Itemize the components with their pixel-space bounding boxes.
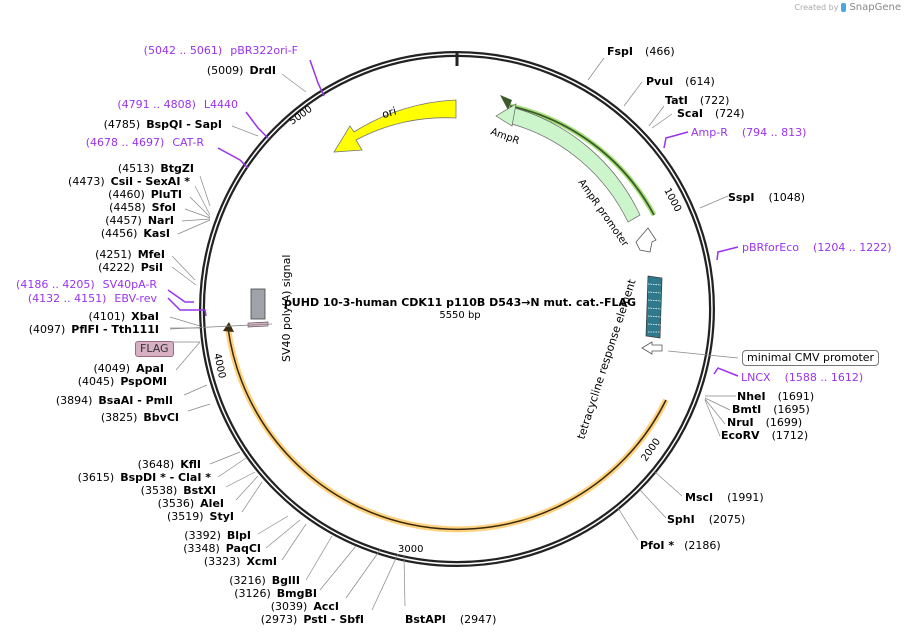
- snapgene-credit: Created by SnapGene: [794, 2, 901, 13]
- svg-text:(4678 .. 4697)CAT-R: (4678 .. 4697)CAT-R: [86, 136, 205, 149]
- ori-feature[interactable]: ori: [333, 99, 457, 153]
- snapgene-logo-icon: [841, 3, 847, 12]
- svg-text:(4045)PspOMI: (4045)PspOMI: [78, 375, 167, 388]
- snapgene-brand: SnapGene: [849, 2, 901, 13]
- flag-feature-label[interactable]: FLAG: [135, 341, 174, 357]
- svg-text:BmtI(1695): BmtI(1695): [732, 403, 810, 416]
- svg-text:(4222)PsiI: (4222)PsiI: [98, 261, 163, 274]
- svg-text:(3648)KflI: (3648)KflI: [138, 458, 201, 471]
- svg-text:SspI(1048): SspI(1048): [728, 191, 805, 204]
- svg-text:(4456)KasI: (4456)KasI: [101, 227, 170, 240]
- svg-text:(4186 .. 4205)SV40pA-R: (4186 .. 4205)SV40pA-R: [16, 278, 157, 291]
- svg-text:(3825)BbvCI: (3825)BbvCI: [101, 411, 179, 424]
- svg-text:(4791 .. 4808)L4440: (4791 .. 4808)L4440: [117, 98, 238, 111]
- svg-text:(4785)BspQI - SapI: (4785)BspQI - SapI: [104, 118, 222, 131]
- svg-text:(4101)XbaI: (4101)XbaI: [89, 310, 159, 323]
- svg-text:NheI(1691): NheI(1691): [737, 390, 814, 403]
- primer-labels-right: Amp-R(794 .. 813) pBRforEco(1204 .. 1222…: [691, 126, 892, 384]
- svg-text:pBRforEco(1204 .. 1222): pBRforEco(1204 .. 1222): [742, 241, 892, 254]
- svg-text:(3894)BsaAI - PmlI: (3894)BsaAI - PmlI: [56, 394, 173, 407]
- svg-text:(4460)PluTI: (4460)PluTI: [108, 188, 182, 201]
- plasmid-name: pUHD 10-3-human CDK11 p110B D543→N mut. …: [283, 296, 637, 309]
- svg-text:NruI(1699): NruI(1699): [727, 416, 802, 429]
- site-leaders-left: [169, 73, 399, 611]
- svg-text:BstAPI(2947): BstAPI(2947): [405, 613, 496, 626]
- svg-text:FspI(466): FspI(466): [607, 45, 675, 58]
- ampr-label: AmpR: [489, 126, 521, 147]
- svg-text:(2973)PstI - SbfI: (2973)PstI - SbfI: [261, 613, 364, 626]
- svg-text:(3536)AleI: (3536)AleI: [158, 497, 224, 510]
- svg-text:ScaI(724): ScaI(724): [677, 107, 745, 120]
- insert-feature[interactable]: [223, 322, 669, 533]
- plasmid-length: 5550 bp: [439, 310, 481, 321]
- svg-text:(3126)BmgBI: (3126)BmgBI: [234, 587, 317, 600]
- svg-text:(4251)MfeI: (4251)MfeI: [95, 248, 165, 261]
- svg-text:PfoI *(2186): PfoI *(2186): [640, 539, 721, 552]
- svg-text:MscI(1991): MscI(1991): [685, 491, 764, 504]
- svg-text:(4049)ApaI: (4049)ApaI: [94, 362, 164, 375]
- cmv-promoter-label[interactable]: minimal CMV promoter: [742, 350, 880, 366]
- primer-labels-left: (5042 .. 5061)pBR322ori-F (4791 .. 4808)…: [16, 44, 298, 305]
- svg-text:(4458)SfoI: (4458)SfoI: [109, 201, 176, 214]
- svg-text:4000: 4000: [211, 352, 227, 379]
- svg-text:SphI(2075): SphI(2075): [667, 513, 745, 526]
- backbone: [199, 51, 715, 567]
- sv40-feature[interactable]: SV40 poly(A) signal: [169, 255, 293, 362]
- ori-label: ori: [380, 105, 398, 122]
- svg-text:(4132 .. 4151)EBV-rev: (4132 .. 4151)EBV-rev: [28, 292, 158, 305]
- svg-text:(3323)XcmI: (3323)XcmI: [204, 555, 277, 568]
- svg-text:(5042 .. 5061)pBR322ori-F: (5042 .. 5061)pBR322ori-F: [144, 44, 298, 57]
- site-leaders-right: [403, 57, 736, 607]
- svg-text:PvuI(614): PvuI(614): [646, 75, 715, 88]
- svg-text:3000: 3000: [398, 544, 423, 555]
- svg-text:(3615)BspDI * - ClaI *: (3615)BspDI * - ClaI *: [78, 471, 212, 484]
- svg-text:(5009)DrdI: (5009)DrdI: [207, 64, 276, 77]
- svg-text:(3348)PaqCI: (3348)PaqCI: [183, 542, 261, 555]
- svg-text:(4473)CsiI - SexAI *: (4473)CsiI - SexAI *: [68, 175, 190, 188]
- svg-text:EcoRV(1712): EcoRV(1712): [721, 429, 808, 442]
- svg-text:(3519)StyI: (3519)StyI: [167, 510, 234, 523]
- svg-text:Amp-R(794 .. 813): Amp-R(794 .. 813): [691, 126, 806, 139]
- svg-text:(3216)BglII: (3216)BglII: [229, 574, 300, 587]
- svg-text:TatI(722): TatI(722): [665, 94, 729, 107]
- svg-text:LNCX(1588 .. 1612): LNCX(1588 .. 1612): [741, 371, 863, 384]
- primer-marks: [167, 59, 739, 377]
- site-labels-left: (5009)DrdI (4785)BspQI - SapI (4513)BtgZ…: [29, 64, 364, 626]
- svg-text:(3039)AccI: (3039)AccI: [271, 600, 339, 613]
- svg-text:(3392)BlpI: (3392)BlpI: [184, 529, 251, 542]
- svg-text:(3538)BstXI: (3538)BstXI: [141, 484, 216, 497]
- svg-text:(4457)NarI: (4457)NarI: [105, 214, 174, 227]
- site-labels-right: FspI(466) PvuI(614) TatI(722) ScaI(724) …: [405, 45, 814, 626]
- svg-text:(4097)PflFI - Tth111I: (4097)PflFI - Tth111I: [29, 323, 159, 336]
- created-by-text: Created by: [794, 3, 839, 12]
- sv40-label: SV40 poly(A) signal: [280, 255, 293, 362]
- svg-text:(4513)BtgZI: (4513)BtgZI: [118, 162, 194, 175]
